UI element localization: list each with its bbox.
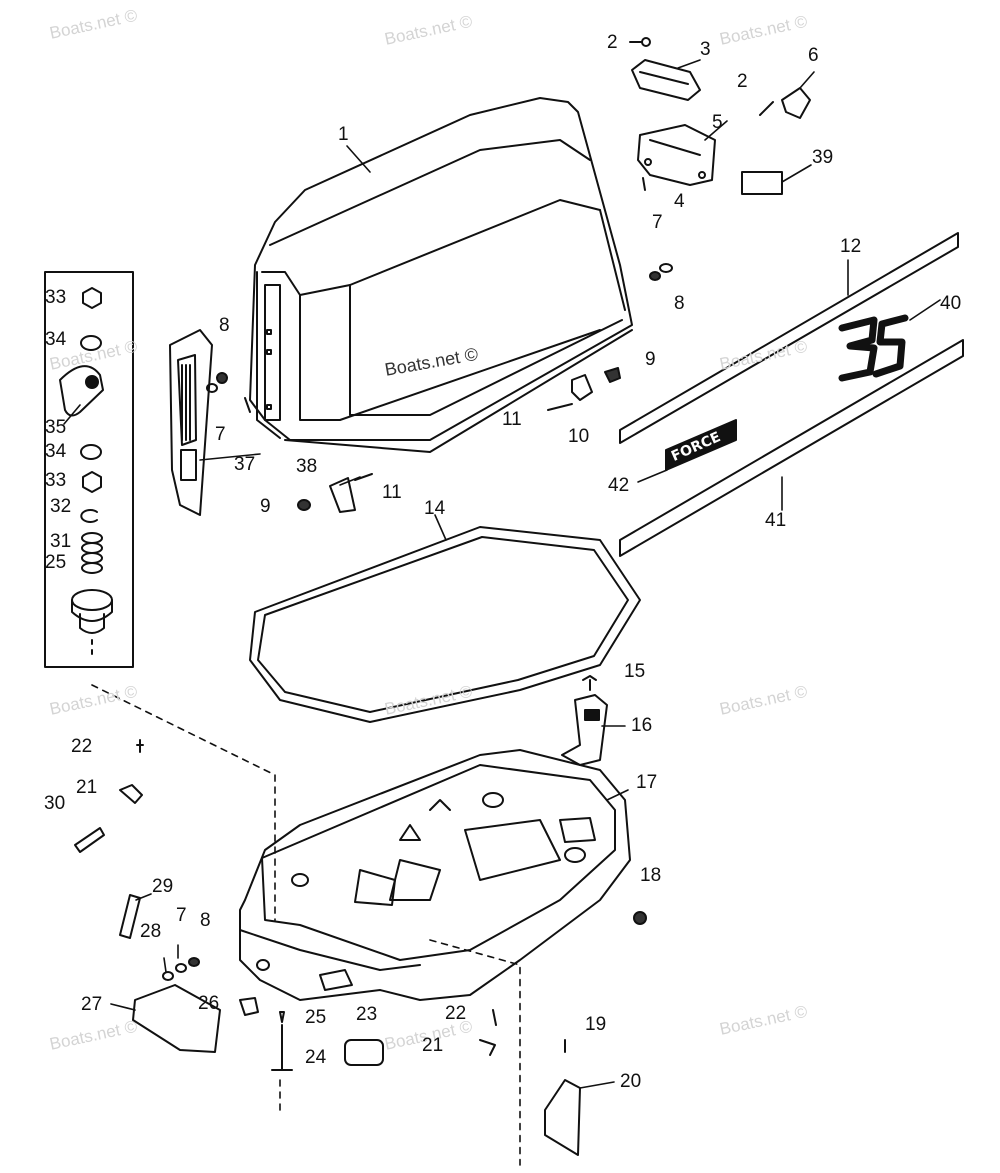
callout-39: 39 <box>812 147 834 168</box>
top-cowl <box>244 97 633 453</box>
callout-35: 35 <box>45 417 67 438</box>
callout-21: 21 <box>76 777 98 798</box>
callout-1: 1 <box>338 124 349 145</box>
callout-29: 29 <box>152 876 174 897</box>
callout-14: 14 <box>424 498 446 519</box>
callout-42: 42 <box>608 475 630 496</box>
callout-5: 5 <box>712 112 723 133</box>
callout-4: 4 <box>674 191 685 212</box>
callout-11: 11 <box>502 409 522 430</box>
side-cover <box>169 329 213 516</box>
callout-2: 2 <box>607 32 618 53</box>
callout-11: 11 <box>382 482 402 503</box>
callout-19: 19 <box>585 1014 607 1035</box>
callout-8: 8 <box>674 293 685 314</box>
callout-27: 27 <box>81 994 103 1015</box>
callout-17: 17 <box>636 772 658 793</box>
callout-34: 34 <box>45 329 67 350</box>
callout-22: 22 <box>71 736 93 757</box>
hinge-bracket <box>561 675 608 766</box>
callout-10: 10 <box>568 426 590 447</box>
callout-31: 31 <box>50 531 72 552</box>
callout-33: 33 <box>45 287 67 308</box>
dashed-leaders <box>91 684 521 1166</box>
cowl-fasteners <box>206 263 673 513</box>
callout-8: 8 <box>200 910 211 931</box>
callout-20: 20 <box>620 1071 642 1092</box>
callout-9: 9 <box>645 349 656 370</box>
top-small-parts <box>629 37 811 195</box>
callout-41: 41 <box>765 510 787 531</box>
callout-34: 34 <box>45 441 67 462</box>
linkage-inset <box>44 271 134 668</box>
callout-23: 23 <box>356 1004 378 1025</box>
callout-2: 2 <box>737 71 748 92</box>
callout-21: 21 <box>422 1035 444 1056</box>
callout-40: 40 <box>940 293 962 314</box>
callout-30: 30 <box>44 793 66 814</box>
callout-32: 32 <box>50 496 72 517</box>
callout-25: 25 <box>305 1007 327 1028</box>
callout-leaders <box>63 59 941 1089</box>
callout-26: 26 <box>198 993 220 1014</box>
callout-7: 7 <box>652 212 663 233</box>
callout-6: 6 <box>808 45 819 66</box>
stripe-decals <box>619 232 964 557</box>
callout-8: 8 <box>219 315 230 336</box>
callout-18: 18 <box>640 865 662 886</box>
bottom-small-parts <box>74 739 647 1156</box>
callout-28: 28 <box>140 921 162 942</box>
callout-22: 22 <box>445 1003 467 1024</box>
callout-9: 9 <box>260 496 271 517</box>
callout-37: 37 <box>234 454 256 475</box>
cowl-seal <box>249 526 641 723</box>
bottom-cowl <box>239 749 631 1001</box>
callout-3: 3 <box>700 39 711 60</box>
callout-16: 16 <box>631 715 653 736</box>
callout-7: 7 <box>176 905 187 926</box>
callout-24: 24 <box>305 1047 327 1068</box>
callout-15: 15 <box>624 661 646 682</box>
callout-7: 7 <box>215 424 226 445</box>
callout-33: 33 <box>45 470 67 491</box>
callout-25: 25 <box>45 552 67 573</box>
model-decal-art <box>665 314 909 471</box>
callout-12: 12 <box>840 236 862 257</box>
callout-38: 38 <box>296 456 318 477</box>
